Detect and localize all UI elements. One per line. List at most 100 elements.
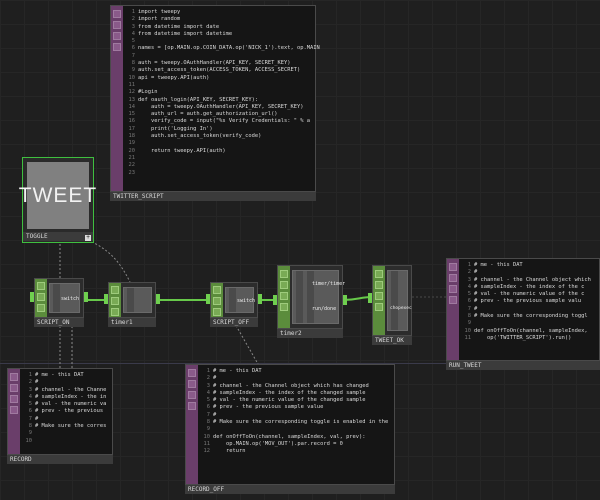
viewer-active-icon[interactable] [280,270,288,278]
code-line[interactable] [138,162,320,169]
code-line[interactable]: def oauth_login(API_KEY, SECRET_KEY): [138,96,259,103]
code-line[interactable]: verify_code = input("%s Verify Credentia… [138,118,311,125]
code-line[interactable]: import random [138,16,181,23]
node-label[interactable]: RECORD [7,455,113,464]
viewer-active-icon[interactable] [111,286,119,294]
code-text[interactable]: # me - this DAT## channel - the Channel … [474,262,597,358]
code-line[interactable]: # sampleIndex - the index of the changed… [213,389,366,396]
edit-icon[interactable] [37,293,45,301]
input-port[interactable] [273,295,277,305]
input-port[interactable] [368,293,372,303]
code-line[interactable]: def onOffToOn(channel, sampleIndex, [474,327,588,334]
viewer-active-icon[interactable] [213,286,221,294]
code-line[interactable]: # Make sure the corresponding toggle is … [213,419,389,426]
viewer-active-icon[interactable] [113,10,121,18]
code-line[interactable]: auth = tweepy.OAuthHandler(API_KEY, SECR… [138,103,304,110]
dat-toolbar[interactable] [447,259,459,360]
code-line[interactable]: # sampleIndex - the index of the c [474,283,585,290]
timer2-chop[interactable]: timer/timer run/done timer2 [273,265,347,338]
tweet-ok-chopexec[interactable]: chopexec TWEET_OK [368,265,412,345]
chop-toolbar[interactable] [109,283,121,317]
code-line[interactable]: auth_url = auth.get_authorization_url() [138,111,278,118]
node-label[interactable]: TOGGLE [23,232,93,241]
edit-icon[interactable] [113,21,121,29]
timer1-chop[interactable]: timer1 [104,282,160,328]
code-line[interactable]: auth = tweepy.OAuthHandler(API_KEY, SECR… [138,60,291,67]
code-line[interactable]: # [35,415,39,422]
code-line[interactable] [213,426,392,433]
dat-toolbar[interactable] [186,365,198,484]
input-port[interactable] [30,292,34,302]
code-line[interactable] [138,170,320,177]
script-off-chop[interactable]: switch SCRIPT_OFF [206,282,262,328]
lock-icon[interactable] [449,296,457,304]
code-text[interactable]: # me - this DAT # # channel - the Channe # … [35,372,110,452]
code-line[interactable]: # me - this DAT [213,368,262,374]
code-line[interactable] [138,82,320,89]
code-line[interactable]: # me - this DAT [35,372,84,378]
code-line[interactable]: # prev - the previous sample valu [474,298,582,305]
code-line[interactable]: # Make sure the corresponding toggl [474,313,588,320]
lock-icon[interactable] [188,402,196,410]
code-line[interactable]: op.MAIN.op('MOV_OUT').par.record = 0 [213,440,343,447]
code-line[interactable] [474,320,597,327]
node-label[interactable]: TWEET_OK [372,336,412,345]
code-line[interactable]: # val - the numeric value of the c [474,291,585,298]
edit-icon[interactable] [280,281,288,289]
code-line[interactable]: from datetime import datetime [138,30,233,37]
tweet-button[interactable]: TWEET [19,162,96,229]
code-line[interactable]: auth.set_access_token(ACCESS_TOKEN, ACCE… [138,67,301,74]
dat-toolbar[interactable] [111,6,123,191]
bypass-icon[interactable] [280,292,288,300]
lock-icon[interactable] [280,303,288,311]
toggle-button-comp[interactable]: TWEET TOGGLE + [19,157,96,243]
code-line[interactable]: # val - the numeric va [35,401,107,408]
input-port[interactable] [104,294,108,304]
bypass-icon[interactable] [449,285,457,293]
node-label[interactable]: SCRIPT_OFF [210,318,258,327]
code-line[interactable] [138,140,320,147]
code-line[interactable]: # me - this DAT [474,262,523,268]
code-line[interactable] [35,430,110,437]
edit-icon[interactable] [375,281,383,289]
code-line[interactable]: return [213,448,246,455]
viewer-active-icon[interactable] [188,369,196,377]
edit-icon[interactable] [111,297,119,305]
chop-toolbar[interactable] [35,279,47,317]
code-line[interactable] [138,53,320,60]
code-line[interactable]: #Login [138,89,158,96]
code-line[interactable]: op('TWITTER_SCRIPT').run() [474,334,572,341]
lock-icon[interactable] [10,406,18,414]
chop-toolbar[interactable] [373,266,385,335]
viewer-active-icon[interactable] [449,263,457,271]
code-line[interactable]: # [213,375,217,382]
bypass-icon[interactable] [375,292,383,300]
viewer-active-icon[interactable] [37,282,45,290]
code-line[interactable]: # channel - the Channe [35,386,107,393]
node-label[interactable]: RUN_TWEET [446,361,600,370]
bypass-icon[interactable] [37,304,45,312]
node-label[interactable]: timer2 [277,329,343,338]
output-port[interactable] [343,295,347,305]
output-port[interactable] [84,292,88,302]
code-text[interactable]: # me - this DAT## channel - the Channel … [213,368,392,482]
bypass-icon[interactable] [113,32,121,40]
code-line[interactable]: api = tweepy.API(auth) [138,74,210,81]
code-line[interactable] [138,38,320,45]
node-label[interactable]: RECORD_OFF [185,485,395,494]
code-line[interactable]: # channel - the Channel object which [474,276,591,283]
code-line[interactable]: print('Logging In') [138,125,213,132]
bypass-icon[interactable] [111,308,119,316]
code-line[interactable]: auth.set_access_token(verify_code) [138,133,262,140]
output-port[interactable] [258,294,262,304]
code-line[interactable]: import tweepy [138,9,181,15]
code-line[interactable]: # val - the numeric value of the changed… [213,397,366,404]
